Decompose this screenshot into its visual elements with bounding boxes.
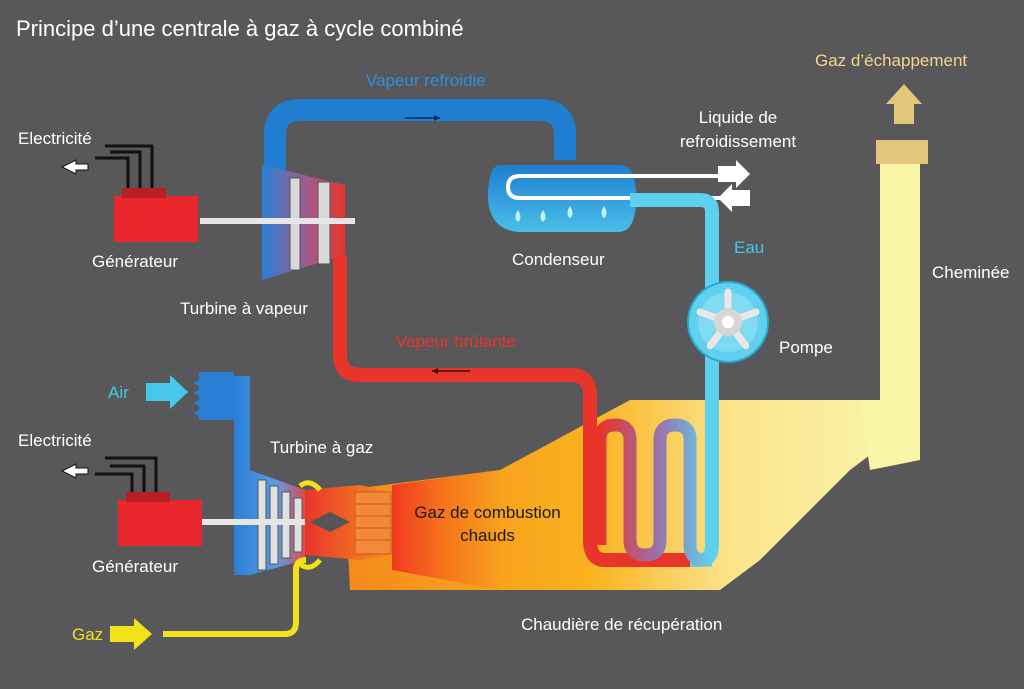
air-arrow-icon [146, 375, 188, 409]
label-generateur-bottom: Générateur [92, 557, 178, 576]
label-vapeur-brulante: Vapeur brûlante [396, 332, 516, 351]
gas-arrow-icon [110, 618, 152, 650]
hot-gas-duct [392, 470, 500, 590]
chimney-cap [876, 140, 928, 164]
label-cheminee: Cheminée [932, 263, 1010, 282]
generator-top [114, 196, 198, 242]
label-chaudiere: Chaudière de récupération [521, 615, 723, 634]
label-vapeur-refroidie: Vapeur refroidie [366, 71, 486, 90]
cold-steam-pipe [264, 99, 576, 185]
heat-exchanger-coil [593, 418, 712, 567]
electricity-arrow-icon-bottom [60, 463, 89, 479]
chimney [860, 160, 920, 470]
label-gaz-combustion-2: chauds [460, 526, 515, 545]
coolant-out-arrow-icon [718, 184, 750, 212]
label-electricite-bottom: Electricité [18, 431, 92, 450]
electricity-arrow-icon-top [60, 159, 89, 175]
label-gaz-combustion-1: Gaz de combustion [414, 503, 561, 522]
label-gaz: Gaz [72, 625, 104, 644]
label-gaz-echappement: Gaz d’échappement [815, 51, 968, 70]
label-generateur-top: Générateur [92, 252, 178, 271]
label-air: Air [108, 383, 129, 402]
label-liquide-1: Liquide de [698, 108, 778, 127]
combustor-grid [354, 491, 392, 555]
electric-wires-bottom [95, 456, 158, 492]
electric-wires-top [95, 144, 154, 188]
fuel-nozzle-bottom [298, 558, 322, 570]
label-condenseur: Condenseur [512, 250, 605, 269]
label-eau: Eau [734, 238, 765, 257]
label-liquide-2: refroidissement [679, 132, 797, 151]
label-pompe: Pompe [779, 338, 833, 357]
label-turbine-vapeur: Turbine à vapeur [180, 299, 308, 318]
cooling-coil [505, 174, 740, 200]
diagram-title: Principe d’une centrale à gaz à cycle co… [16, 16, 464, 41]
air-intake [199, 372, 234, 420]
condensation-drops [515, 206, 607, 222]
exhaust-arrow-icon [886, 84, 922, 124]
fuel-nozzle-top [298, 480, 322, 492]
hot-steam-pipe [333, 255, 690, 567]
label-electricite-top: Electricité [18, 129, 92, 148]
gas-supply-line [163, 557, 307, 637]
coolant-in-arrow-icon [718, 160, 750, 188]
generator-bottom [118, 500, 202, 546]
air-intake-teeth [193, 380, 199, 416]
label-turbine-gaz: Turbine à gaz [270, 438, 374, 457]
